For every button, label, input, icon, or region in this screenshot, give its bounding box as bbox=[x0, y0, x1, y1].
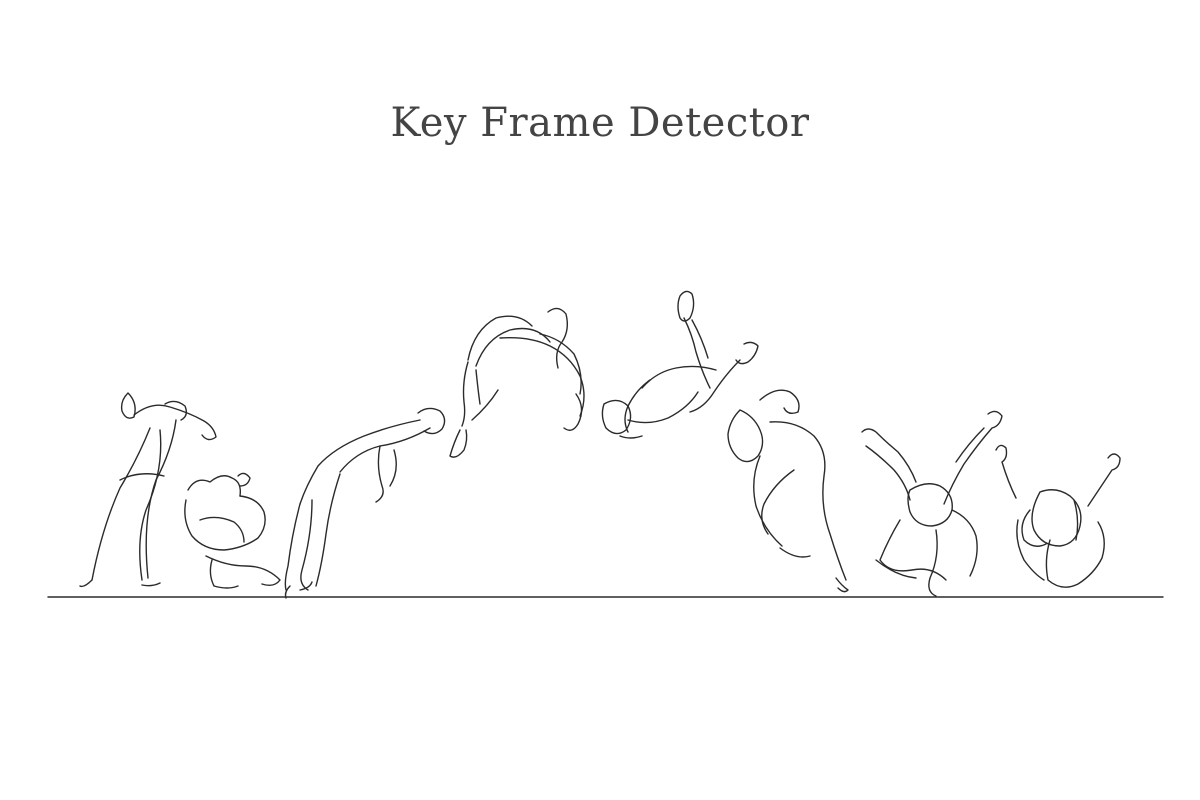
page-title: Key Frame Detector bbox=[390, 100, 810, 146]
pose-7-sketch bbox=[861, 410, 1003, 597]
pose-5-sketch bbox=[601, 290, 759, 439]
pose-4-sketch bbox=[449, 307, 585, 458]
pose-6-sketch bbox=[727, 389, 849, 593]
pose-1-sketch bbox=[79, 392, 217, 588]
pose-8-sketch bbox=[995, 444, 1121, 588]
pose-3-sketch bbox=[284, 407, 446, 599]
pose-2-sketch bbox=[184, 472, 281, 589]
